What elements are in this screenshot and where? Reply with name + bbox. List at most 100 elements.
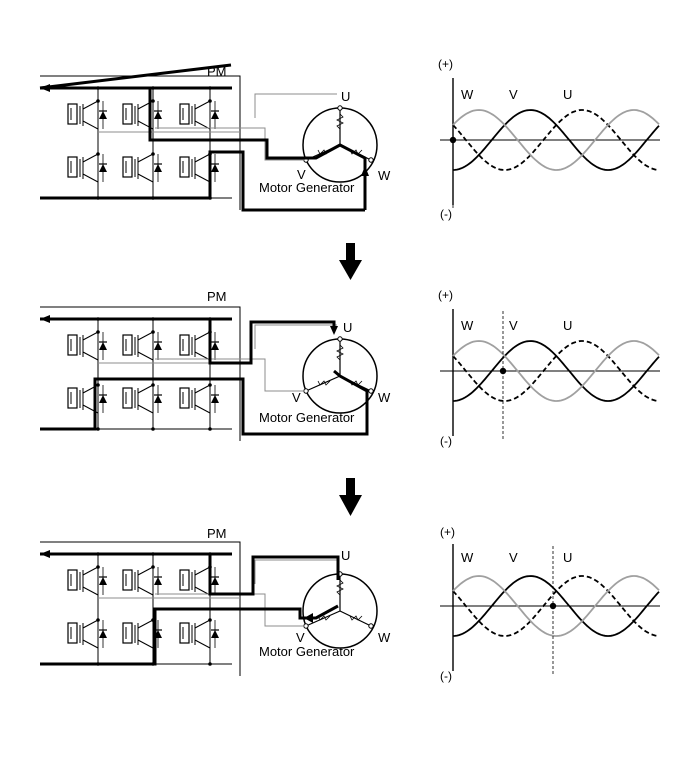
- phase-u-label: U: [341, 89, 350, 104]
- wave-w-label: W: [461, 87, 474, 102]
- graph-plus-label: (+): [438, 57, 453, 71]
- gate-driver: [122, 103, 133, 125]
- feeder-u: [254, 324, 337, 349]
- phase-u-label: U: [343, 320, 352, 335]
- pm-label: PM: [207, 526, 227, 541]
- panel-step-3: PM U V W Motor Generator (+) (-) W V U: [40, 525, 660, 683]
- current-path: [40, 315, 369, 436]
- phase-v-label: V: [296, 630, 305, 645]
- igbt-switch: [134, 384, 154, 414]
- time-marker-dot: [499, 367, 507, 375]
- feeder-u: [254, 93, 337, 118]
- gate-driver: [67, 622, 78, 644]
- feeder-v: [155, 127, 304, 161]
- igbt-switch: [79, 153, 99, 183]
- current-path: [39, 63, 369, 212]
- phase-w-label: W: [378, 168, 391, 183]
- igbt-switch: [79, 331, 99, 361]
- junction-dot: [96, 99, 100, 103]
- current-path: [40, 550, 340, 666]
- junction-dot: [151, 152, 155, 156]
- igbt-switch: [191, 100, 211, 130]
- igbt-switch: [134, 100, 154, 130]
- junction-dot: [208, 427, 212, 431]
- wave-w-curve: [452, 575, 660, 637]
- graph-minus-label: (-): [440, 434, 452, 448]
- down-arrow: [339, 478, 362, 516]
- pm-bus-line: [40, 306, 241, 441]
- wave-u-label: U: [563, 87, 572, 102]
- wave-u-label: U: [563, 550, 572, 565]
- igbt-switch: [191, 331, 211, 361]
- junction-dot: [151, 427, 155, 431]
- junction-dot: [208, 662, 212, 666]
- time-marker-dot: [449, 136, 457, 144]
- stator-winding: [305, 610, 341, 627]
- wave-w-curve: [452, 340, 660, 402]
- gate-driver: [122, 622, 133, 644]
- gate-driver: [122, 334, 133, 356]
- terminal-node: [368, 388, 374, 394]
- coil-u: [336, 113, 344, 130]
- inverter-circuit: PM: [40, 289, 241, 441]
- terminal-node: [368, 157, 374, 163]
- coil-v: [317, 615, 331, 621]
- inverter-circuit: PM: [40, 526, 241, 676]
- phase-u-label: U: [341, 548, 350, 563]
- motor-generator: U V W Motor Generator: [98, 320, 391, 425]
- igbt-switch: [134, 153, 154, 183]
- terminal-node: [337, 336, 343, 342]
- terminal-node: [303, 388, 309, 394]
- gate-driver: [67, 103, 78, 125]
- pm-label: PM: [207, 289, 227, 304]
- gate-driver: [179, 156, 190, 178]
- wave-w-curve: [452, 109, 660, 171]
- motor-generator-label: Motor Generator: [259, 180, 355, 195]
- motor-generator-label: Motor Generator: [259, 410, 355, 425]
- gate-driver: [67, 387, 78, 409]
- coil-w: [349, 149, 363, 155]
- phase-w-label: W: [378, 390, 391, 405]
- panel-step-1: PM U V W Motor Generator (+) (-) W V U: [39, 57, 660, 221]
- graph-minus-label: (-): [440, 669, 452, 683]
- waveform-graph: (+) (-) W V U: [440, 525, 660, 683]
- gate-driver: [179, 103, 190, 125]
- junction-dot: [208, 99, 212, 103]
- igbt-switch: [79, 384, 99, 414]
- time-marker-dot: [549, 602, 557, 610]
- igbt-switch: [191, 153, 211, 183]
- wave-w-label: W: [461, 318, 474, 333]
- igbt-switch: [134, 566, 154, 596]
- igbt-switch: [134, 619, 154, 649]
- igbt-switch: [191, 384, 211, 414]
- wave-w-label: W: [461, 550, 474, 565]
- phase-v-label: V: [292, 390, 301, 405]
- wave-v-label: V: [509, 550, 518, 565]
- junction-dot: [96, 152, 100, 156]
- junction-dot: [96, 383, 100, 387]
- junction-dot: [96, 618, 100, 622]
- igbt-switch: [79, 566, 99, 596]
- stator-winding: [339, 610, 372, 627]
- wave-v-label: V: [509, 87, 518, 102]
- gate-driver: [122, 387, 133, 409]
- junction-dot: [151, 565, 155, 569]
- coil-u: [336, 344, 344, 361]
- gate-driver: [122, 569, 133, 591]
- wave-v-curve: [452, 109, 660, 171]
- igbt-switch: [79, 100, 99, 130]
- junction-dot: [151, 383, 155, 387]
- graph-plus-label: (+): [440, 525, 455, 539]
- wave-v-curve: [452, 340, 660, 402]
- gate-driver: [179, 387, 190, 409]
- wave-u-label: U: [563, 318, 572, 333]
- terminal-node: [303, 623, 309, 629]
- stator-winding: [305, 375, 341, 392]
- junction-dot: [151, 330, 155, 334]
- gate-driver: [122, 156, 133, 178]
- wave-v-curve: [452, 575, 660, 637]
- phase-v-label: V: [297, 167, 306, 182]
- gate-driver: [179, 569, 190, 591]
- waveform-graph: (+) (-) W V U: [438, 57, 660, 221]
